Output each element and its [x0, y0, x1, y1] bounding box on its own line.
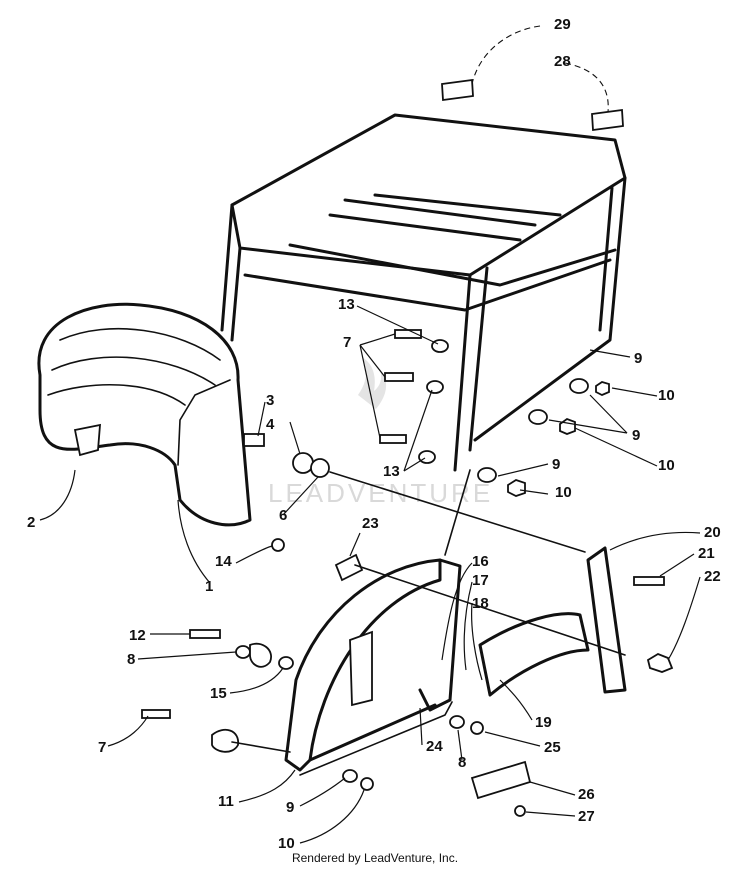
leader-lines: [39, 25, 701, 844]
axis-line-3: [231, 741, 291, 753]
side-bracket: [284, 558, 462, 776]
rack-hardware: [379, 329, 610, 497]
callout-15: 15: [210, 685, 227, 702]
callout-13a: 13: [338, 296, 355, 313]
callout-1: 1: [205, 578, 213, 595]
callout-23: 23: [362, 515, 379, 532]
callout-16: 16: [472, 553, 489, 570]
callout-22: 22: [704, 568, 721, 585]
callout-10b: 10: [658, 457, 675, 474]
callout-12: 12: [129, 627, 146, 644]
callout-8b: 8: [458, 754, 466, 771]
callout-5: 9: [634, 350, 642, 367]
fender: [37, 302, 252, 527]
callout-10a: 10: [658, 387, 675, 404]
grommet-4: [292, 452, 314, 474]
washer-6: [310, 458, 330, 478]
callout-13b: 13: [383, 463, 400, 480]
watermark-text: LEADVENTURE: [268, 478, 493, 508]
reflector-26: [470, 760, 532, 800]
watermark-logo: LEADVENTURE: [268, 357, 493, 508]
callout-3: 3: [266, 392, 274, 409]
callout-21: 21: [698, 545, 715, 562]
callout-2: 2: [27, 514, 35, 531]
callout-27: 27: [578, 808, 595, 825]
callout-29: 29: [554, 16, 571, 33]
callout-17: 17: [472, 572, 489, 589]
callout-10d: 10: [278, 835, 295, 852]
strap-20: [586, 546, 627, 694]
callout-14: 14: [215, 553, 232, 570]
rear-rack: [220, 113, 627, 472]
footer-credit: Rendered by LeadVenture, Inc.: [291, 851, 459, 865]
callout-9c: 9: [286, 799, 294, 816]
callout-6: 6: [279, 507, 287, 524]
axis-line-4: [444, 469, 471, 556]
guard-19: [478, 612, 590, 697]
callout-25: 25: [544, 739, 561, 756]
clip-23: [334, 553, 364, 582]
callout-24: 24: [426, 738, 443, 755]
callout-19: 19: [535, 714, 552, 731]
axis-line-2: [354, 564, 626, 656]
callout-11: 11: [218, 793, 234, 810]
decal-29: [441, 78, 474, 102]
callout-7b: 7: [98, 739, 106, 756]
callout-26: 26: [578, 786, 595, 803]
callout-4: 4: [266, 416, 275, 433]
callout-9b: 9: [552, 456, 560, 473]
spacer-3: [243, 433, 265, 447]
callout-8a: 8: [127, 651, 135, 668]
callout-20: 20: [704, 524, 721, 541]
decal-28: [591, 108, 624, 132]
lower-hardware: [141, 538, 674, 817]
callout-10c: 10: [555, 484, 572, 501]
callout-28: 28: [554, 53, 571, 70]
callout-7a: 7: [343, 334, 351, 351]
callout-9a: 9: [632, 427, 640, 444]
callouts: 29 28 9 13 7 13 10 9 10 9 10 3 4 6 2 1 2…: [27, 16, 721, 852]
callout-18: 18: [472, 595, 489, 612]
